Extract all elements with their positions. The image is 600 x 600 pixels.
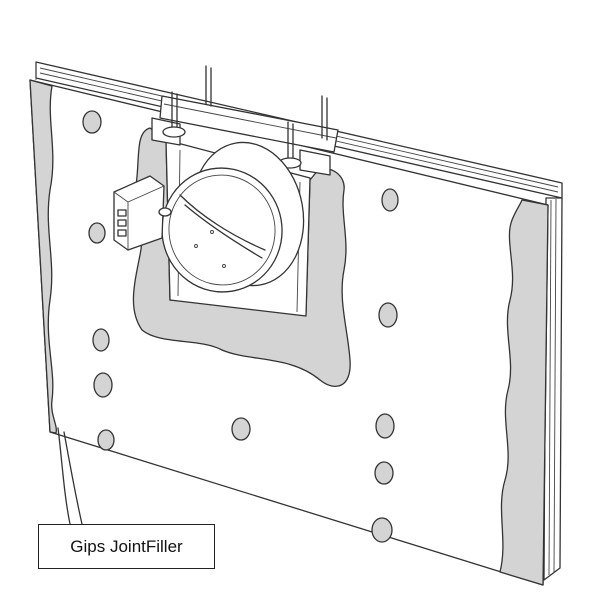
adhesive-dots [82, 110, 399, 543]
damper-collar [161, 141, 305, 293]
right-frame-profile [543, 197, 563, 581]
callout-label: Gips JointFiller [70, 536, 183, 556]
joint-filler-right [499, 199, 549, 586]
callout-label-box: Gips JointFiller [38, 524, 215, 569]
threaded-rods [162, 65, 328, 169]
callout-leader-lines [57, 427, 83, 525]
actuator-box [113, 175, 172, 251]
joint-filler-left [29, 79, 57, 434]
